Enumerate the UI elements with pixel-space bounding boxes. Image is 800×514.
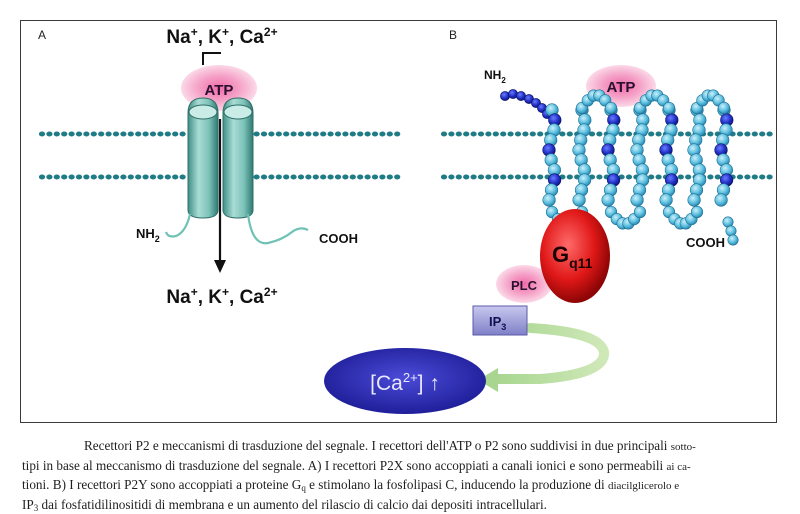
figure-caption: Recettori P2 e meccanismi di trasduzione… xyxy=(22,437,782,514)
panel-a-nh2-label: NH2 xyxy=(136,226,160,244)
panel-b-label: B xyxy=(449,28,457,42)
plc-label: PLC xyxy=(511,278,538,293)
panel-b-atp-label: ATP xyxy=(607,79,636,96)
calcium-release-arrow xyxy=(490,328,604,379)
caption-line-2: tipi in base al meccanismo di trasduzion… xyxy=(22,457,782,477)
panel-a-nh2-tail xyxy=(166,214,190,237)
panel-a-atp-label: ATP xyxy=(205,82,234,99)
caption-line-4: IP3 dai fosfatidilinositidi di membrana … xyxy=(22,496,782,514)
panel-a-cooh-tail xyxy=(248,214,308,243)
caption-line-1: Recettori P2 e meccanismi di trasduzione… xyxy=(22,437,782,457)
caption-line-3: tioni. B) I recettori P2Y sono accoppiat… xyxy=(22,476,782,496)
panel-a-cooh-label: COOH xyxy=(319,231,358,246)
panel-a-ions-top: Na+, K+, Ca2+ xyxy=(166,25,277,48)
panel-a-ions-bottom: Na+, K+, Ca2+ xyxy=(166,285,277,308)
panel-a-label: A xyxy=(38,28,46,42)
panel-a-bracket xyxy=(203,53,221,65)
panel-b-cooh-label: COOH xyxy=(686,235,725,250)
panel-b-nh2-label: NH2 xyxy=(484,68,506,85)
panel-a-arrowhead xyxy=(214,260,226,273)
p2y-receptor xyxy=(500,89,738,245)
